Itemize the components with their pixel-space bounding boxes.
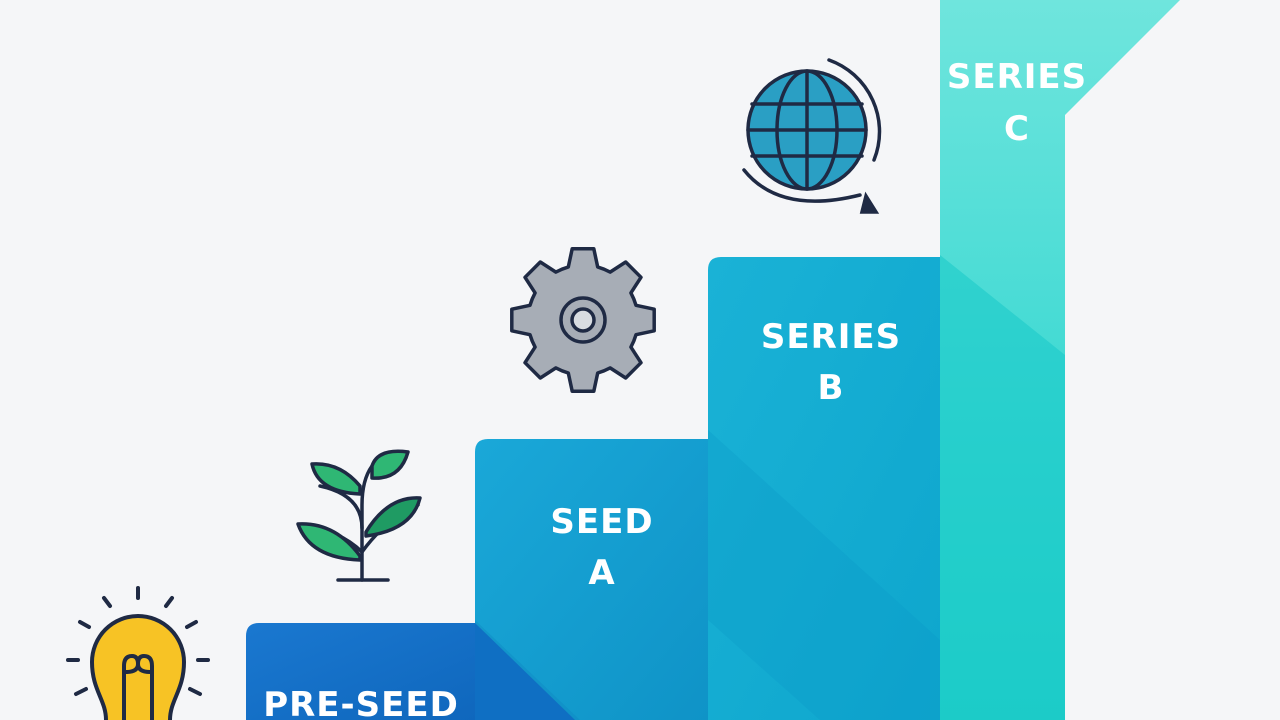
- step-label-series-c-line-2: C: [1004, 109, 1030, 149]
- step-label-series-b-line-1: SERIES: [761, 317, 901, 357]
- sprout-icon: [296, 449, 422, 582]
- step-label-seed-a-line-1: SEED: [550, 502, 653, 542]
- step-label-pre-seed: PRE-SEED: [263, 685, 459, 720]
- gear-icon: [510, 247, 656, 393]
- step-series-b: SERIES B: [708, 257, 940, 720]
- step-series-c: SERIES C: [940, 0, 1180, 720]
- bulb-rays: [66, 586, 210, 696]
- lightbulb-icon: [66, 586, 210, 720]
- step-pre-seed: PRE-SEED: [246, 623, 575, 720]
- globe-icon: [742, 58, 882, 214]
- step-label-seed-a-line-2: A: [588, 553, 615, 593]
- step-label-series-c-line-1: SERIES: [947, 57, 1087, 97]
- step-label-series-b-line-2: B: [818, 368, 845, 408]
